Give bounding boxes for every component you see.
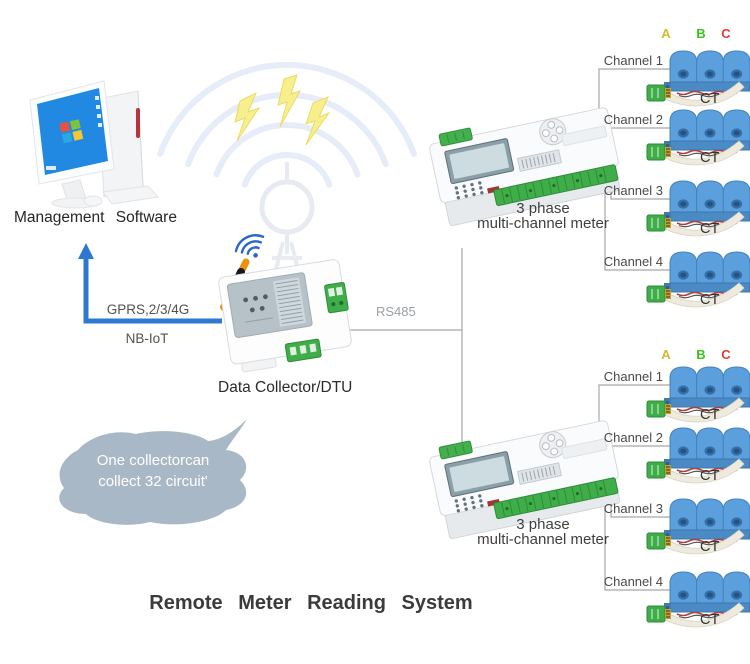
ct-label: CT	[700, 91, 720, 107]
channel-label: Channel 1	[603, 53, 663, 68]
phase-c-label: C	[721, 347, 731, 362]
meter-1-label: 3 phase multi-channel meter	[477, 200, 609, 232]
lightning-icons	[234, 74, 331, 146]
ct-label: CT	[700, 468, 720, 484]
system-title: Remote Meter Reading System	[149, 592, 473, 614]
ct-label: CT	[700, 221, 720, 237]
ct-label: CT	[700, 539, 720, 555]
wifi-signal-icon	[234, 234, 265, 258]
ct-label: CT	[700, 407, 720, 423]
windows-logo-icon	[59, 119, 84, 144]
ct-label: CT	[700, 150, 720, 166]
ct-label: CT	[700, 612, 720, 628]
uplink-bottom-label: NB-IoT	[125, 331, 169, 346]
phase-a-label: A	[661, 26, 671, 41]
speech-bubble	[59, 419, 248, 525]
data-collector-label: Data Collector/DTU	[218, 379, 353, 396]
channel-label: Channel 3	[603, 183, 663, 198]
dtu-device	[218, 259, 352, 373]
channel-label: Channel 2	[603, 430, 663, 445]
phase-a-label: A	[661, 347, 671, 362]
phase-c-label: C	[721, 26, 731, 41]
channel-label: Channel 1	[603, 369, 663, 384]
computer-icon	[29, 80, 159, 209]
channel-label: Channel 3	[603, 501, 663, 516]
channel-label: Channel 4	[603, 254, 663, 269]
uplink-arrow	[78, 243, 222, 324]
channel-label: Channel 4	[603, 574, 663, 589]
management-software-label: Management Software	[14, 209, 177, 226]
phase-b-label: B	[696, 26, 706, 41]
collector-note-text: One collectorcan collect 32 circuit'	[96, 452, 210, 490]
phase-b-label: B	[696, 347, 706, 362]
meter-2-label: 3 phase multi-channel meter	[477, 516, 609, 548]
ct-label: CT	[700, 292, 720, 308]
rs485-lines	[346, 248, 463, 456]
uplink-top-label: GPRS,2/3/4G	[106, 302, 190, 317]
channel-label: Channel 2	[603, 112, 663, 127]
rs485-label: RS485	[376, 304, 416, 319]
